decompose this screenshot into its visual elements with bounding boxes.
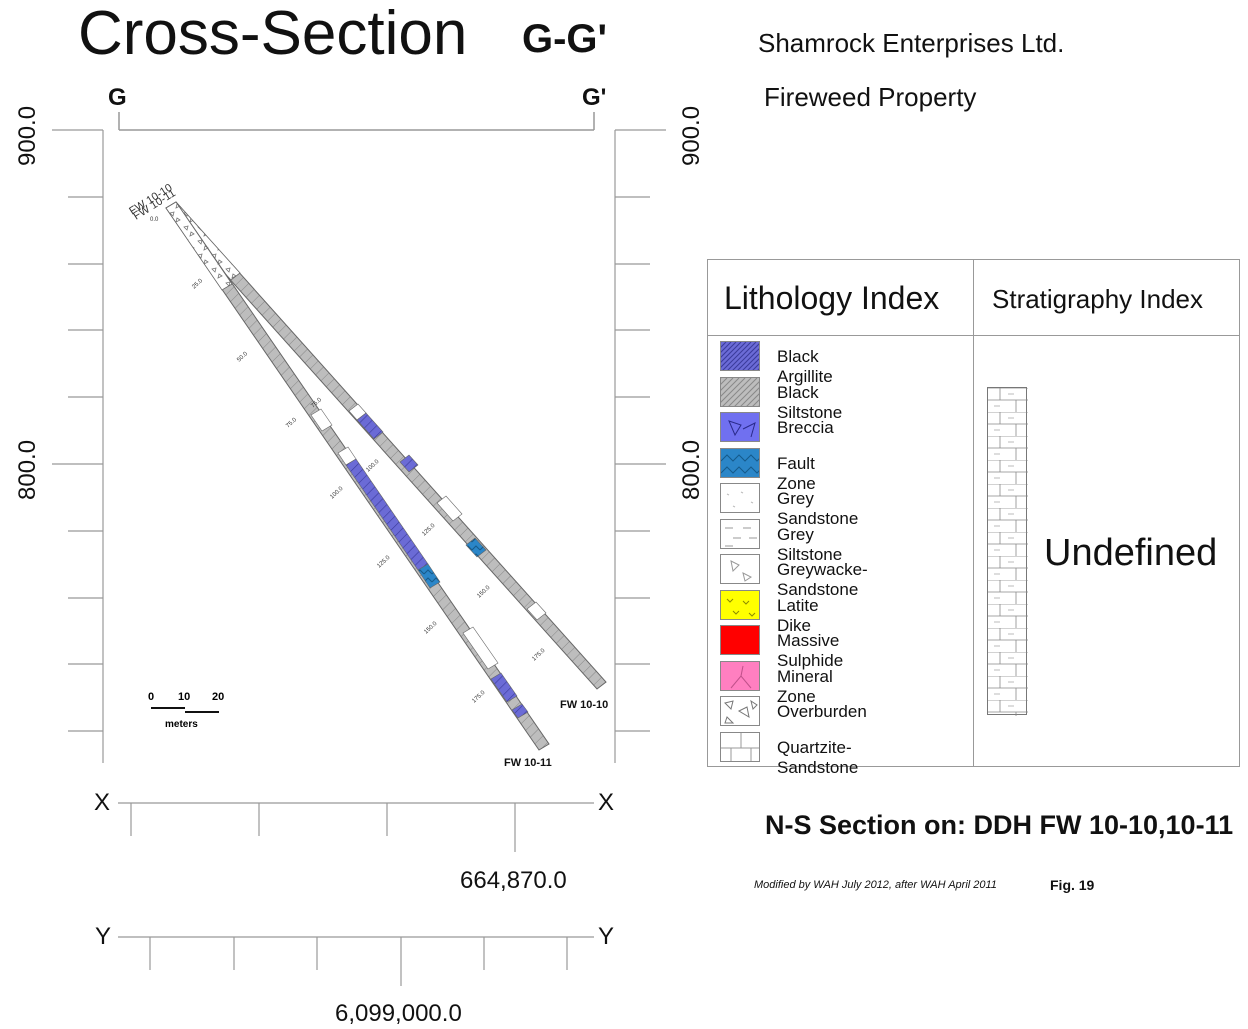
elevation-axis-left: [52, 129, 104, 763]
legend-label: Massive Sulphide: [777, 631, 844, 670]
property-name: Fireweed Property: [764, 82, 977, 112]
depth-label-fw-10-11: 150.0: [423, 621, 439, 636]
modified-note: Modified by WAH July 2012, after WAH Apr…: [754, 879, 997, 891]
legend-swatch: [720, 731, 760, 762]
drill-hole-fw-10-10: [165, 201, 607, 690]
lithology-index-title: Lithology Index: [724, 280, 940, 316]
drill-hole-fw-10-11: [165, 201, 550, 751]
scale-unit: meters: [165, 719, 198, 730]
legend-swatch: [720, 625, 760, 655]
y-axis-value: 6,099,000.0: [335, 1000, 462, 1027]
figure-label: Fig. 19: [1050, 877, 1095, 893]
legend-label: Black Argillite: [777, 347, 833, 386]
legend-divider: [707, 335, 1240, 336]
legend-swatch: [720, 554, 760, 584]
x-coordinate-axis: [118, 802, 594, 852]
scale-tick-0: 0: [148, 691, 154, 703]
legend-label: Greywacke-Sandstone: [777, 560, 868, 599]
scale-tick-20: 20: [212, 691, 224, 703]
depth-label-fw-10-10: 25.0: [191, 278, 204, 291]
scale-bar: 0 10 20 meters: [148, 691, 224, 730]
depth-label-fw-10-11: 125.0: [376, 555, 392, 570]
depth-label-fw-10-10: 100.0: [365, 459, 381, 474]
legend-swatch: [720, 412, 760, 442]
hole-end-label-fw-10-11: FW 10-11: [504, 757, 552, 769]
legend-label: Breccia: [777, 418, 834, 437]
hole-end-label-fw-10-10: FW 10-10: [560, 699, 608, 711]
section-code: G-G': [522, 17, 608, 61]
elevation-axis-right: [614, 129, 666, 763]
legend-divider: [973, 259, 974, 767]
legend-swatch: [720, 447, 760, 478]
depth-label-fw-10-11: 175.0: [471, 690, 487, 705]
legend-swatch: [720, 518, 760, 549]
legend-label: Fault Zone: [777, 453, 816, 493]
legend-label: Quartzite-Sandstone: [777, 737, 859, 777]
legend-swatch: [720, 341, 760, 371]
section-end-label: G': [582, 84, 607, 111]
company-name: Shamrock Enterprises Ltd.: [758, 28, 1065, 58]
section-line: [118, 112, 595, 131]
x-axis-label-left: X: [94, 789, 111, 816]
stratigraphy-index-title: Stratigraphy Index: [992, 284, 1204, 314]
legend-swatch: [720, 483, 760, 513]
depth-label-fw-10-10: 150.0: [476, 585, 492, 600]
stratigraphy-value: Undefined: [1044, 532, 1218, 574]
legend-label: Grey Sandstone: [777, 489, 859, 528]
depth-label-fw-10-11: 75.0: [285, 417, 298, 430]
depth-label-fw-10-11: 50.0: [236, 351, 249, 364]
depth-label-fw-10-11: 100.0: [329, 486, 345, 501]
legend-swatch: [720, 376, 760, 407]
legend-label: Black Siltstone: [777, 382, 843, 422]
scale-tick-10: 10: [178, 691, 190, 703]
legend-label: Latite Dike: [777, 595, 819, 635]
x-axis-label-right: X: [598, 789, 615, 816]
stratigraphy-column: [987, 387, 1028, 716]
legend-swatch: [720, 589, 760, 620]
legend-swatch: [720, 660, 760, 691]
y-axis-label-left: Y: [95, 923, 112, 950]
x-axis-value: 664,870.0: [460, 867, 567, 894]
y-axis-label-right: Y: [598, 923, 615, 950]
y-coordinate-axis: [118, 936, 594, 986]
legend-label: Overburden: [777, 702, 867, 721]
collar-depth-label: 0.0: [150, 217, 159, 223]
depth-label-fw-10-10: 175.0: [531, 648, 547, 663]
legend-swatch: [720, 696, 760, 726]
page-title: Cross-Section: [78, 0, 468, 68]
legend-label: Grey Siltstone: [777, 524, 843, 564]
depth-label-fw-10-10: 125.0: [421, 523, 437, 538]
section-note: N-S Section on: DDH FW 10-10,10-11: [765, 810, 1234, 840]
legend-label: Mineral Zone: [777, 666, 833, 706]
section-start-label: G: [108, 84, 127, 111]
stratigraphy-pattern: [988, 388, 1028, 716]
